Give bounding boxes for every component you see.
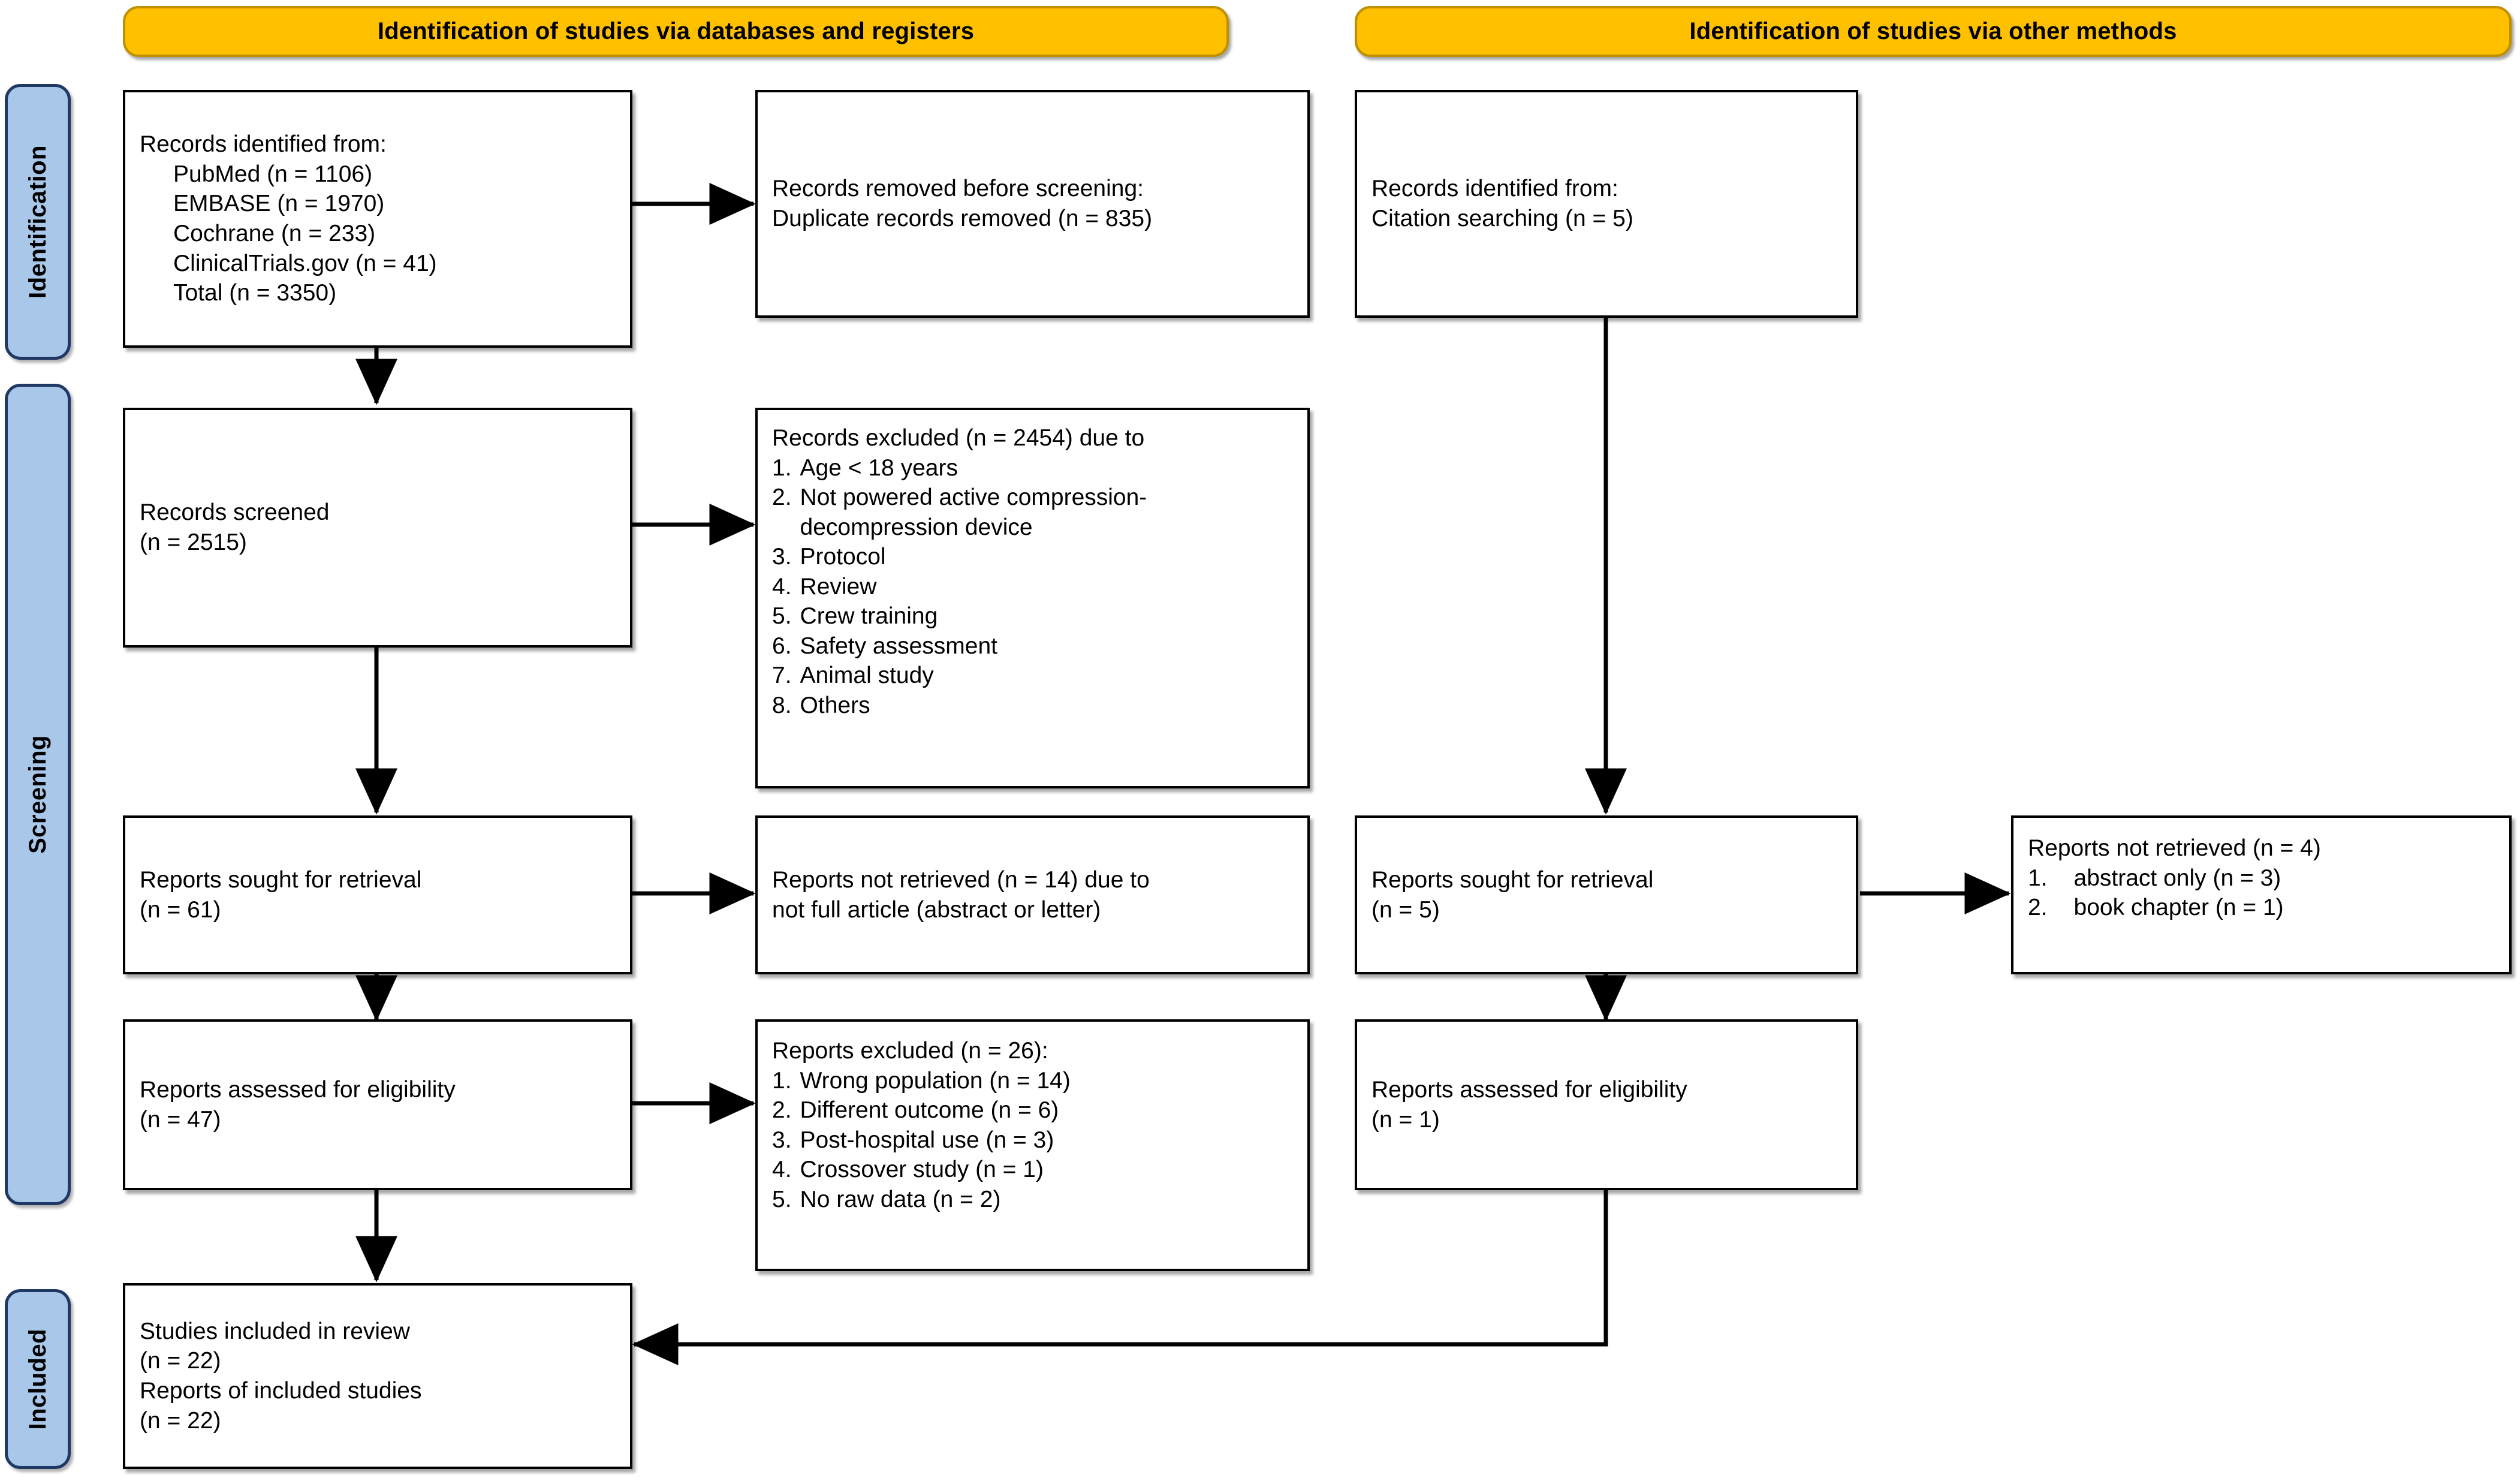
records-identified-db-line-0: Records identified from:: [140, 131, 387, 158]
records-excluded-item-text: Review: [800, 573, 877, 600]
stage-label-included: Included: [5, 1289, 71, 1469]
box-reports-excluded: Reports excluded (n = 26): 1. Wrong popu…: [755, 1019, 1310, 1271]
reports-excluded-item: 1. Wrong population (n = 14): [772, 1066, 1293, 1096]
records-screened-line-1: (n = 2515): [140, 529, 247, 555]
box-records-screened: Records screened (n = 2515): [123, 408, 632, 648]
records-excluded-item: 3. Protocol: [772, 542, 1293, 572]
records-excluded-item-number: 5.: [772, 603, 792, 630]
box-reports-not-retrieved-databases: Reports not retrieved (n = 14) due to no…: [755, 815, 1310, 974]
reports-not-retrieved-other-item-number: 1.: [2028, 865, 2048, 891]
records-excluded-item-text: Protocol: [800, 544, 886, 570]
records-excluded-item-text: Safety assessment: [800, 633, 998, 659]
stage-label-identification-text: Identification: [24, 145, 51, 299]
box-records-removed-before-screening: Records removed before screening: Duplic…: [755, 90, 1310, 318]
records-excluded-item-number: 3.: [772, 544, 792, 570]
records-excluded-item-number: 1.: [772, 454, 792, 481]
records-excluded-item-number: 6.: [772, 633, 792, 659]
records-identified-db-line-3: Cochrane (n = 233): [173, 221, 376, 246]
reports-sought-db-line-1: (n = 61): [140, 896, 221, 923]
records-excluded-item-number: 7.: [772, 663, 792, 689]
reports-not-retrieved-db-line-1: not full article (abstract or letter): [772, 896, 1101, 923]
reports-excluded-item-text: No raw data (n = 2): [800, 1186, 1001, 1212]
reports-assessed-db-line-0: Reports assessed for eligibility: [140, 1076, 456, 1103]
reports-assessed-other-line-0: Reports assessed for eligibility: [1371, 1076, 1687, 1103]
reports-sought-other-line-1: (n = 5): [1371, 896, 1440, 923]
box-reports-not-retrieved-other: Reports not retrieved (n = 4) 1. abstrac…: [2011, 815, 2512, 974]
reports-sought-other-line-0: Reports sought for retrieval: [1371, 866, 1654, 893]
records-excluded-item: 8. Others: [772, 691, 1293, 721]
studies-included-line-0: Studies included in review: [140, 1318, 410, 1344]
reports-not-retrieved-other-item-text: abstract only (n = 3): [2073, 865, 2281, 891]
reports-excluded-item-number: 4.: [772, 1157, 792, 1183]
stage-label-screening-text: Screening: [24, 735, 51, 854]
records-removed-line-1: Duplicate records removed (n = 835): [772, 206, 1153, 231]
box-studies-included-in-review: Studies included in review (n = 22) Repo…: [123, 1283, 632, 1469]
records-identified-db-line-2: EMBASE (n = 1970): [173, 191, 385, 217]
records-excluded-heading: Records excluded (n = 2454) due to: [772, 425, 1145, 451]
records-excluded-item-number: 8.: [772, 692, 792, 718]
reports-not-retrieved-other-heading: Reports not retrieved (n = 4): [2028, 835, 2321, 861]
stage-label-identification: Identification: [5, 84, 71, 360]
studies-included-line-3: (n = 22): [140, 1407, 221, 1434]
box-reports-assessed-other: Reports assessed for eligibility (n = 1): [1355, 1019, 1858, 1190]
records-excluded-item: 5. Crew training: [772, 601, 1293, 631]
records-excluded-item-number: 4.: [772, 573, 792, 600]
stage-label-included-text: Included: [24, 1328, 51, 1430]
stage-label-screening: Screening: [5, 384, 71, 1205]
records-excluded-item: 1. Age < 18 years: [772, 453, 1293, 483]
banner-databases-label: Identification of studies via databases …: [377, 18, 975, 44]
studies-included-line-1: (n = 22): [140, 1348, 221, 1374]
reports-not-retrieved-db-line-0: Reports not retrieved (n = 14) due to: [772, 866, 1150, 893]
reports-not-retrieved-other-item: 1. abstract only (n = 3): [2028, 863, 2495, 893]
records-screened-line-0: Records screened: [140, 499, 330, 526]
reports-not-retrieved-other-item: 2. book chapter (n = 1): [2028, 893, 2495, 923]
box-records-identified-other-methods: Records identified from: Citation search…: [1355, 90, 1858, 318]
reports-assessed-other-line-1: (n = 1): [1371, 1106, 1440, 1133]
records-excluded-item-text: Others: [800, 692, 870, 718]
records-identified-db-line-1: PubMed (n = 1106): [173, 161, 373, 187]
reports-excluded-item-number: 1.: [772, 1067, 792, 1094]
box-records-excluded: Records excluded (n = 2454) due to 1. Ag…: [755, 408, 1310, 788]
records-excluded-item-text: Animal study: [800, 663, 934, 689]
box-reports-sought-other: Reports sought for retrieval (n = 5): [1355, 815, 1858, 974]
records-excluded-item-number: 2.: [772, 484, 792, 511]
reports-assessed-db-line-1: (n = 47): [140, 1106, 221, 1133]
reports-excluded-item-number: 3.: [772, 1127, 792, 1153]
reports-excluded-item-text: Crossover study (n = 1): [800, 1157, 1044, 1183]
records-identified-other-line-1: Citation searching (n = 5): [1371, 206, 1633, 231]
records-excluded-item-text: Age < 18 years: [800, 454, 958, 481]
box-records-identified-databases: Records identified from: PubMed (n = 110…: [123, 90, 632, 348]
records-removed-line-0: Records removed before screening:: [772, 176, 1144, 202]
reports-excluded-item-text: Wrong population (n = 14): [800, 1067, 1071, 1094]
reports-excluded-item: 3. Post-hospital use (n = 3): [772, 1125, 1293, 1155]
records-excluded-item: 6. Safety assessment: [772, 631, 1293, 661]
reports-not-retrieved-other-item-text: book chapter (n = 1): [2073, 895, 2284, 921]
box-reports-sought-databases: Reports sought for retrieval (n = 61): [123, 815, 632, 974]
records-excluded-item: 7. Animal study: [772, 661, 1293, 691]
records-identified-other-line-0: Records identified from:: [1371, 176, 1618, 202]
records-excluded-item: 4. Review: [772, 572, 1293, 602]
box-reports-assessed-databases: Reports assessed for eligibility (n = 47…: [123, 1019, 632, 1190]
banner-other-methods-label: Identification of studies via other meth…: [1689, 18, 2177, 44]
records-identified-db-line-5: Total (n = 3350): [173, 280, 337, 306]
banner-databases-and-registers: Identification of studies via databases …: [123, 6, 1229, 57]
records-excluded-item-text: Crew training: [800, 603, 938, 630]
studies-included-line-2: Reports of included studies: [140, 1378, 422, 1404]
reports-excluded-item: 5. No raw data (n = 2): [772, 1185, 1293, 1215]
reports-excluded-item-number: 5.: [772, 1186, 792, 1212]
reports-excluded-item-number: 2.: [772, 1097, 792, 1124]
reports-sought-db-line-0: Reports sought for retrieval: [140, 866, 422, 893]
records-identified-db-line-4: ClinicalTrials.gov (n = 41): [173, 250, 437, 276]
banner-other-methods: Identification of studies via other meth…: [1355, 6, 2512, 57]
records-excluded-item-text: Not powered active compression-decompres…: [800, 484, 1147, 540]
reports-not-retrieved-other-item-number: 2.: [2028, 895, 2048, 921]
reports-excluded-item: 4. Crossover study (n = 1): [772, 1155, 1293, 1185]
reports-excluded-heading: Reports excluded (n = 26):: [772, 1038, 1048, 1064]
reports-excluded-item: 2. Different outcome (n = 6): [772, 1095, 1293, 1125]
reports-excluded-item-text: Post-hospital use (n = 3): [800, 1127, 1054, 1153]
reports-excluded-item-text: Different outcome (n = 6): [800, 1097, 1059, 1124]
records-excluded-item: 2. Not powered active compression-decomp…: [772, 483, 1293, 542]
